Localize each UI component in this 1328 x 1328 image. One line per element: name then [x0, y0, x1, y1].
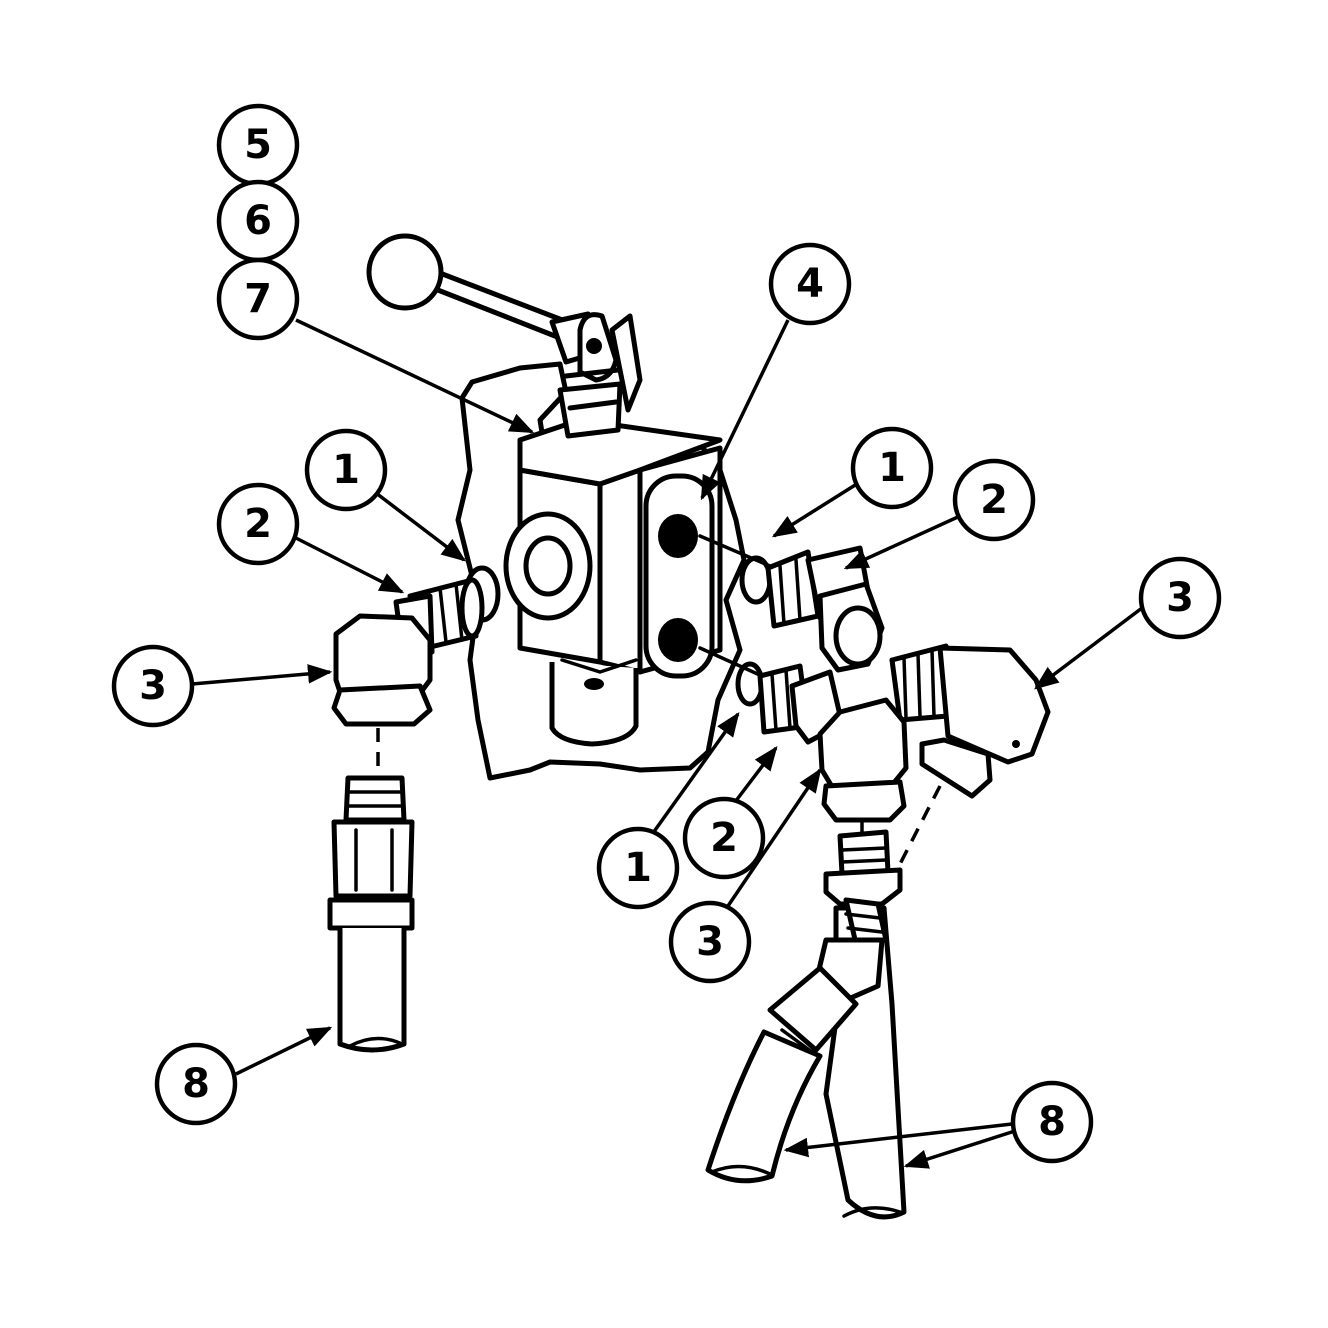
left-fittings — [331, 565, 501, 770]
callout-8-left-label: 8 — [182, 1061, 210, 1107]
callout-4: 4 — [768, 242, 852, 326]
callout-8-left: 8 — [154, 1042, 238, 1126]
callout-2-right-lower-label: 2 — [710, 815, 738, 861]
left-hose — [327, 775, 415, 1053]
callout-3-right-lower-label: 3 — [696, 919, 724, 965]
right-lower-fittings — [698, 646, 909, 907]
valve-lever-handle — [366, 233, 643, 439]
control-valve — [503, 417, 723, 747]
callout-3-left-label: 3 — [139, 663, 167, 709]
callout-1-right-upper-label: 1 — [878, 445, 906, 491]
callout-3-right-upper: 3 — [1138, 556, 1222, 640]
callout-3-right-upper-label: 3 — [1166, 575, 1194, 621]
callout-8-right: 8 — [1010, 1080, 1094, 1164]
callout-6: 6 — [216, 179, 300, 263]
callout-2-right-lower: 2 — [682, 796, 766, 880]
callout-1-left: 1 — [304, 428, 388, 512]
callout-2-left-label: 2 — [244, 501, 272, 547]
callout-1-left-label: 1 — [332, 447, 360, 493]
callout-8-right-label: 8 — [1038, 1099, 1066, 1145]
callout-1-right-upper: 1 — [850, 426, 934, 510]
callout-3-left: 3 — [111, 644, 195, 728]
right-upper-fittings — [698, 534, 1051, 865]
callout-5: 5 — [216, 103, 300, 187]
callout-2-left: 2 — [216, 482, 300, 566]
callout-7: 7 — [216, 257, 300, 341]
callout-4-label: 4 — [796, 261, 824, 307]
callout-1-right-lower: 1 — [596, 826, 680, 910]
callout-2-right-upper: 2 — [952, 458, 1036, 542]
leader-lines — [191, 318, 1144, 1169]
callout-3-right-lower: 3 — [668, 900, 752, 984]
callout-7-label: 7 — [244, 276, 272, 322]
callout-6-label: 6 — [244, 198, 272, 244]
callout-1-right-lower-label: 1 — [624, 845, 652, 891]
callout-5-label: 5 — [244, 122, 272, 168]
callout-2-right-upper-label: 2 — [980, 477, 1008, 523]
